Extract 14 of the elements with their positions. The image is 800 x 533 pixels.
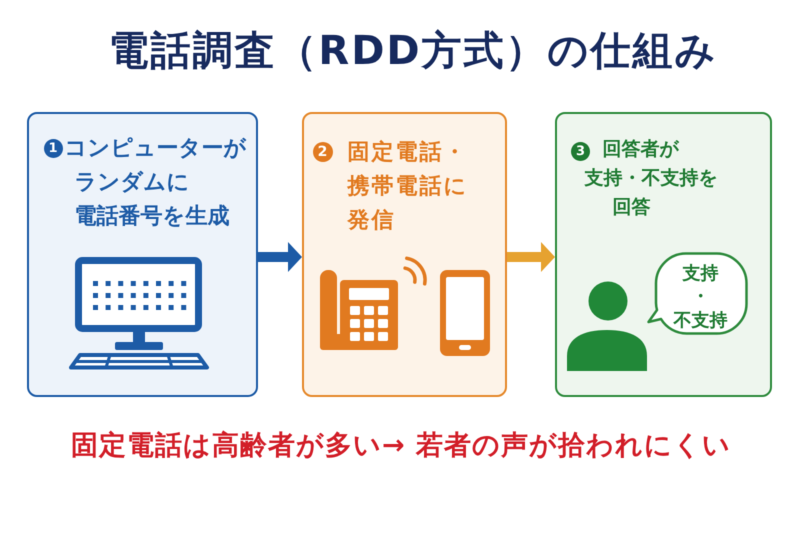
number-badge: 3 bbox=[571, 142, 590, 161]
title: 電話調査（RDD方式）の仕組み bbox=[108, 27, 718, 75]
arrow bbox=[507, 242, 555, 272]
arrow bbox=[258, 242, 302, 272]
bubble-text: 支持・不支持 bbox=[674, 261, 728, 332]
step-text: コンピューターがランダムに電話番号を生成 bbox=[64, 134, 246, 230]
number-badge: 1 bbox=[44, 139, 62, 158]
note-text: 固定電話は高齢者が多い→ 若者の声が拾われにくい bbox=[70, 429, 732, 463]
speech-bubble bbox=[646, 252, 748, 334]
step-box bbox=[27, 112, 258, 397]
step-box bbox=[302, 112, 507, 397]
step-text: 固定電話・携帯電話に発信 bbox=[348, 138, 468, 234]
number-badge: 2 bbox=[312, 142, 332, 162]
step-box bbox=[555, 112, 772, 397]
